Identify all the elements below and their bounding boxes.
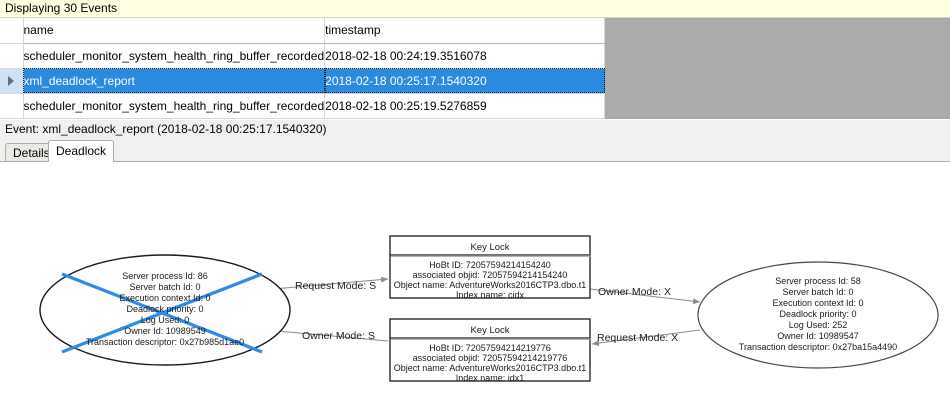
process-line: Deadlock priority: 0 xyxy=(779,309,856,319)
process-line: Execution context Id: 0 xyxy=(119,293,210,303)
row-indicator-cell[interactable] xyxy=(0,43,24,69)
table-row[interactable]: scheduler_monitor_system_health_ring_buf… xyxy=(0,43,606,69)
edge-request-mode-x: Request Mode: X xyxy=(591,329,701,347)
cell-name[interactable]: scheduler_monitor_system_health_ring_buf… xyxy=(23,43,326,69)
column-header-timestamp[interactable]: timestamp xyxy=(324,18,606,44)
resource-line: HoBt ID: 72057594214154240 xyxy=(429,260,551,270)
edge-label-owner-mode-s: Owner Mode: S xyxy=(302,330,375,342)
edge-request-mode-s: Request Mode: S xyxy=(261,276,389,292)
resource-title: Key Lock xyxy=(470,242,509,253)
tab-strip: Details Deadlock xyxy=(0,140,950,162)
resource-line: Object name: AdventureWorks2016CTP3.dbo.… xyxy=(394,363,586,373)
grid-header-row: name timestamp xyxy=(0,18,606,44)
cell-timestamp[interactable]: 2018-02-18 00:25:17.1540320 xyxy=(324,68,606,94)
table-row[interactable]: scheduler_monitor_system_health_ring_buf… xyxy=(0,93,606,119)
process-line: Transaction descriptor: 0x27b985d1ae0 xyxy=(86,337,244,347)
resource-line: Index name: cidx xyxy=(456,290,525,300)
deadlock-graph-canvas[interactable]: Request Mode: S Owner Mode: S Owner Mode… xyxy=(0,161,950,400)
process-line: Server batch Id: 0 xyxy=(782,287,853,297)
row-indicator-cell[interactable] xyxy=(0,93,24,119)
table-row-selected[interactable]: xml_deadlock_report 2018-02-18 00:25:17.… xyxy=(0,68,606,94)
process-line: Log Used: 252 xyxy=(789,320,848,330)
resource-node-keylock-top[interactable]: Key Lock HoBt ID: 72057594214154240 asso… xyxy=(389,235,591,300)
events-grid[interactable]: name timestamp scheduler_monitor_system_… xyxy=(0,18,950,119)
event-header-label: Event: xml_deadlock_report (2018-02-18 0… xyxy=(0,120,950,140)
events-banner: Displaying 30 Events xyxy=(0,0,950,18)
resource-title: Key Lock xyxy=(470,325,509,336)
cell-name[interactable]: scheduler_monitor_system_health_ring_buf… xyxy=(23,93,326,119)
row-header-corner xyxy=(0,18,24,44)
resource-node-keylock-bottom[interactable]: Key Lock HoBt ID: 72057594214219776 asso… xyxy=(389,318,591,383)
resource-line: associated objid: 72057594214154240 xyxy=(413,270,568,280)
process-line: Transaction descriptor: 0x27ba15a4490 xyxy=(739,342,897,352)
process-line: Execution context Id: 0 xyxy=(772,298,863,308)
cell-name[interactable]: xml_deadlock_report xyxy=(23,68,326,94)
resource-line: Index name: idx1 xyxy=(456,373,525,383)
edge-label-request-mode-s: Request Mode: S xyxy=(295,280,376,292)
column-header-name[interactable]: name xyxy=(23,18,326,44)
victim-cross-icon xyxy=(61,272,263,354)
process-line: Owner Id: 10989549 xyxy=(124,326,206,336)
process-node-victim[interactable]: Server process Id: 86 Server batch Id: 0… xyxy=(39,254,291,366)
edge-owner-mode-x: Owner Mode: X xyxy=(589,286,701,305)
resource-line: Object name: AdventureWorks2016CTP3.dbo.… xyxy=(394,280,586,290)
process-node-survivor[interactable]: Server process Id: 58 Server batch Id: 0… xyxy=(697,261,939,369)
resource-line: HoBt ID: 72057594214219776 xyxy=(429,343,551,353)
cell-timestamp[interactable]: 2018-02-18 00:25:19.5276859 xyxy=(324,93,606,119)
process-line: Server process Id: 86 xyxy=(122,271,208,281)
edge-label-request-mode-x: Request Mode: X xyxy=(597,332,678,344)
resource-line: associated objid: 72057594214219776 xyxy=(413,353,568,363)
edge-owner-mode-s: Owner Mode: S xyxy=(265,327,389,342)
edge-label-owner-mode-x: Owner Mode: X xyxy=(598,286,671,298)
process-line: Server process Id: 58 xyxy=(775,276,861,286)
play-triangle-icon xyxy=(8,75,14,86)
process-line: Owner Id: 10989547 xyxy=(777,331,859,341)
process-line: Log Used: 0 xyxy=(141,315,190,325)
row-indicator-cell[interactable] xyxy=(0,68,24,94)
cell-timestamp[interactable]: 2018-02-18 00:24:19.3516078 xyxy=(324,43,606,69)
process-line: Deadlock priority: 0 xyxy=(126,304,203,314)
tab-deadlock[interactable]: Deadlock xyxy=(48,140,115,162)
process-line: Server batch Id: 0 xyxy=(129,282,200,292)
